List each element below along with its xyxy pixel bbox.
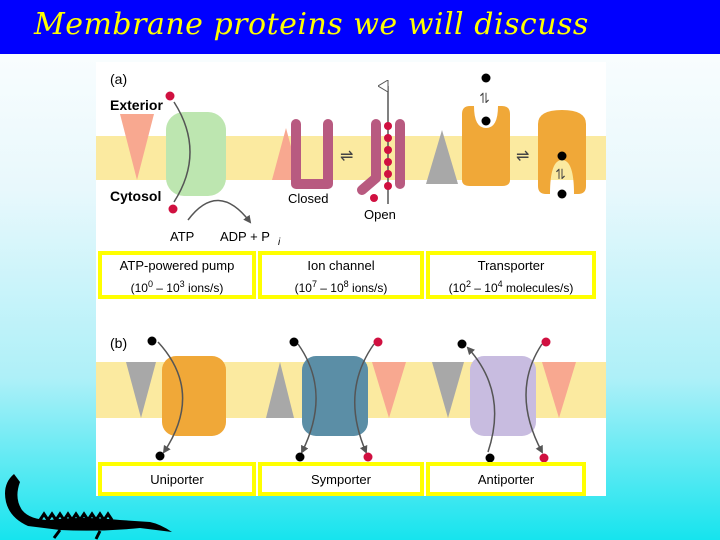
gradient-triangle-antiporter-2: [542, 362, 576, 418]
ion-dot: [168, 204, 178, 214]
antiporter-arrow-2: [525, 343, 543, 454]
ion-dot: [384, 134, 392, 142]
box-ion-channel: [258, 251, 424, 299]
membrane-protein-figure: (a) Exterior Cytosol ATP ADP + P i Close…: [96, 62, 606, 496]
solute-dot: [457, 339, 467, 349]
ion-dot: [384, 146, 392, 154]
ion-dot: [384, 122, 392, 130]
box-rate: (102 – 104 molecules/s): [449, 279, 574, 295]
adp-subscript: i: [278, 237, 281, 248]
gradient-triangle-uniporter: [126, 362, 156, 418]
closed-channel: [291, 119, 333, 189]
box-antiporter: [426, 462, 586, 496]
solute-dot: [557, 189, 567, 199]
transporter-outward: [462, 106, 510, 186]
symporter-arrow-1: [297, 343, 317, 454]
equilibrium-symbol: ⇌: [516, 148, 529, 165]
panel-a-label: (a): [110, 71, 127, 87]
ion-dot: [384, 170, 392, 178]
solute-dot: [481, 116, 491, 126]
ion-dot: [370, 194, 378, 202]
gradient-triangle-pump: [120, 114, 154, 180]
box-title: ATP-powered pump: [120, 258, 235, 273]
pump-arrow-curve: [173, 101, 191, 203]
uniporter-arrow: [157, 341, 184, 454]
box-transporter: [426, 251, 596, 299]
box-title: Ion channel: [307, 258, 374, 273]
adp-label: ADP + P: [220, 229, 270, 244]
open-label: Open: [364, 207, 396, 222]
ion-dot: [384, 158, 392, 166]
cytosol-label: Cytosol: [110, 188, 161, 204]
box-title: Uniporter: [150, 472, 204, 487]
atp-hydrolysis-arrow: [187, 199, 252, 224]
gradient-triangle-symporter-2: [372, 362, 406, 418]
solute-dot: [485, 453, 495, 463]
box-atp-pump: [98, 251, 256, 299]
exterior-label: Exterior: [110, 97, 163, 113]
atp-pump-protein: [166, 112, 226, 196]
antiporter-arrow-1: [466, 346, 496, 453]
equilibrium-symbol: ⇌: [477, 92, 493, 104]
box-title: Transporter: [478, 258, 545, 273]
symporter-arrow-2: [354, 343, 375, 454]
solute-dot: [289, 337, 299, 347]
ion-dot: [384, 182, 392, 190]
open-channel-left: [357, 119, 381, 195]
equilibrium-symbol: ⇌: [553, 168, 569, 180]
crocodile-icon: [5, 474, 172, 540]
ion-dot: [541, 337, 551, 347]
box-title: Symporter: [311, 472, 372, 487]
panel-b-label: (b): [110, 335, 127, 351]
gradient-triangle-transporter: [426, 130, 458, 184]
solute-dot: [295, 452, 305, 462]
solute-dot: [155, 451, 165, 461]
box-rate: (107 – 108 ions/s): [295, 279, 388, 295]
ion-dot: [363, 452, 373, 462]
box-rate: (100 – 103 ions/s): [131, 279, 224, 295]
gradient-triangle-antiporter-1: [432, 362, 464, 418]
closed-label: Closed: [288, 191, 328, 206]
ion-dot: [373, 337, 383, 347]
atp-label: ATP: [170, 229, 194, 244]
diagram-svg: (a) Exterior Cytosol ATP ADP + P i Close…: [96, 71, 606, 496]
box-uniporter: [98, 462, 256, 496]
solute-dot: [557, 151, 567, 161]
uniporter-protein: [162, 356, 226, 436]
box-symporter: [258, 462, 424, 496]
slide-title: Membrane proteins we will discuss: [34, 7, 589, 42]
box-title: Antiporter: [478, 472, 535, 487]
symporter-protein: [302, 356, 368, 436]
title-bar: Membrane proteins we will discuss: [0, 0, 720, 54]
solute-dot: [147, 336, 157, 346]
solute-dot: [481, 73, 491, 83]
equilibrium-symbol: ⇌: [340, 148, 353, 165]
ion-dot: [165, 91, 175, 101]
ion-dot: [539, 453, 549, 463]
gradient-triangle-symporter-1: [266, 362, 294, 418]
